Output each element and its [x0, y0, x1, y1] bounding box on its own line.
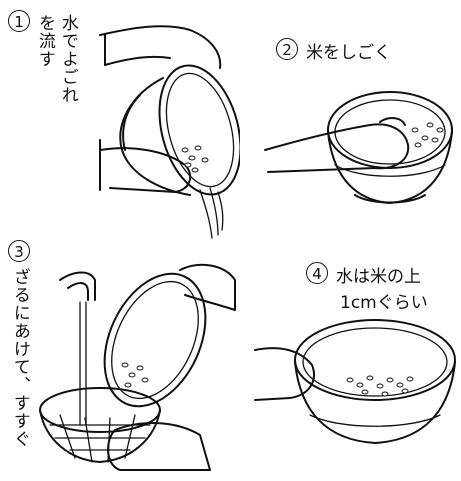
step-2-illustration: [264, 91, 453, 204]
step-4-text-line1: 水は米の上: [336, 267, 421, 287]
rice-grains-3: [121, 362, 149, 388]
step-1-panel: 1 水でよごれ を流す: [0, 0, 240, 240]
rice-grains-4: [346, 375, 414, 397]
step-2-number: 2: [276, 38, 298, 60]
step-3-number: 3: [8, 240, 30, 262]
step-2-text: 米をしごく: [306, 43, 391, 63]
step-1-text-line1: 水でよごれ: [57, 14, 78, 104]
step-1-text-line2: を流す: [34, 14, 55, 68]
step-2-panel: 2 米をしごく: [240, 0, 461, 240]
step-3-panel: 3 ざるにあけて、すすぐ: [0, 240, 240, 481]
step-4-illustration: [254, 319, 456, 444]
step-3-illustration: [39, 263, 236, 471]
step-4-number: 4: [306, 262, 328, 284]
step-3-text: ざるにあけて、すすぐ: [9, 268, 30, 448]
step-4-panel: 4 水は米の上 1cmぐらい: [240, 240, 461, 481]
step-1-number: 1: [8, 10, 30, 32]
step-1-illustration: [99, 25, 240, 239]
rice-grains-1: [181, 145, 209, 173]
step-4-text-line2: 1cmぐらい: [340, 293, 428, 313]
rice-grains-2: [411, 122, 444, 148]
